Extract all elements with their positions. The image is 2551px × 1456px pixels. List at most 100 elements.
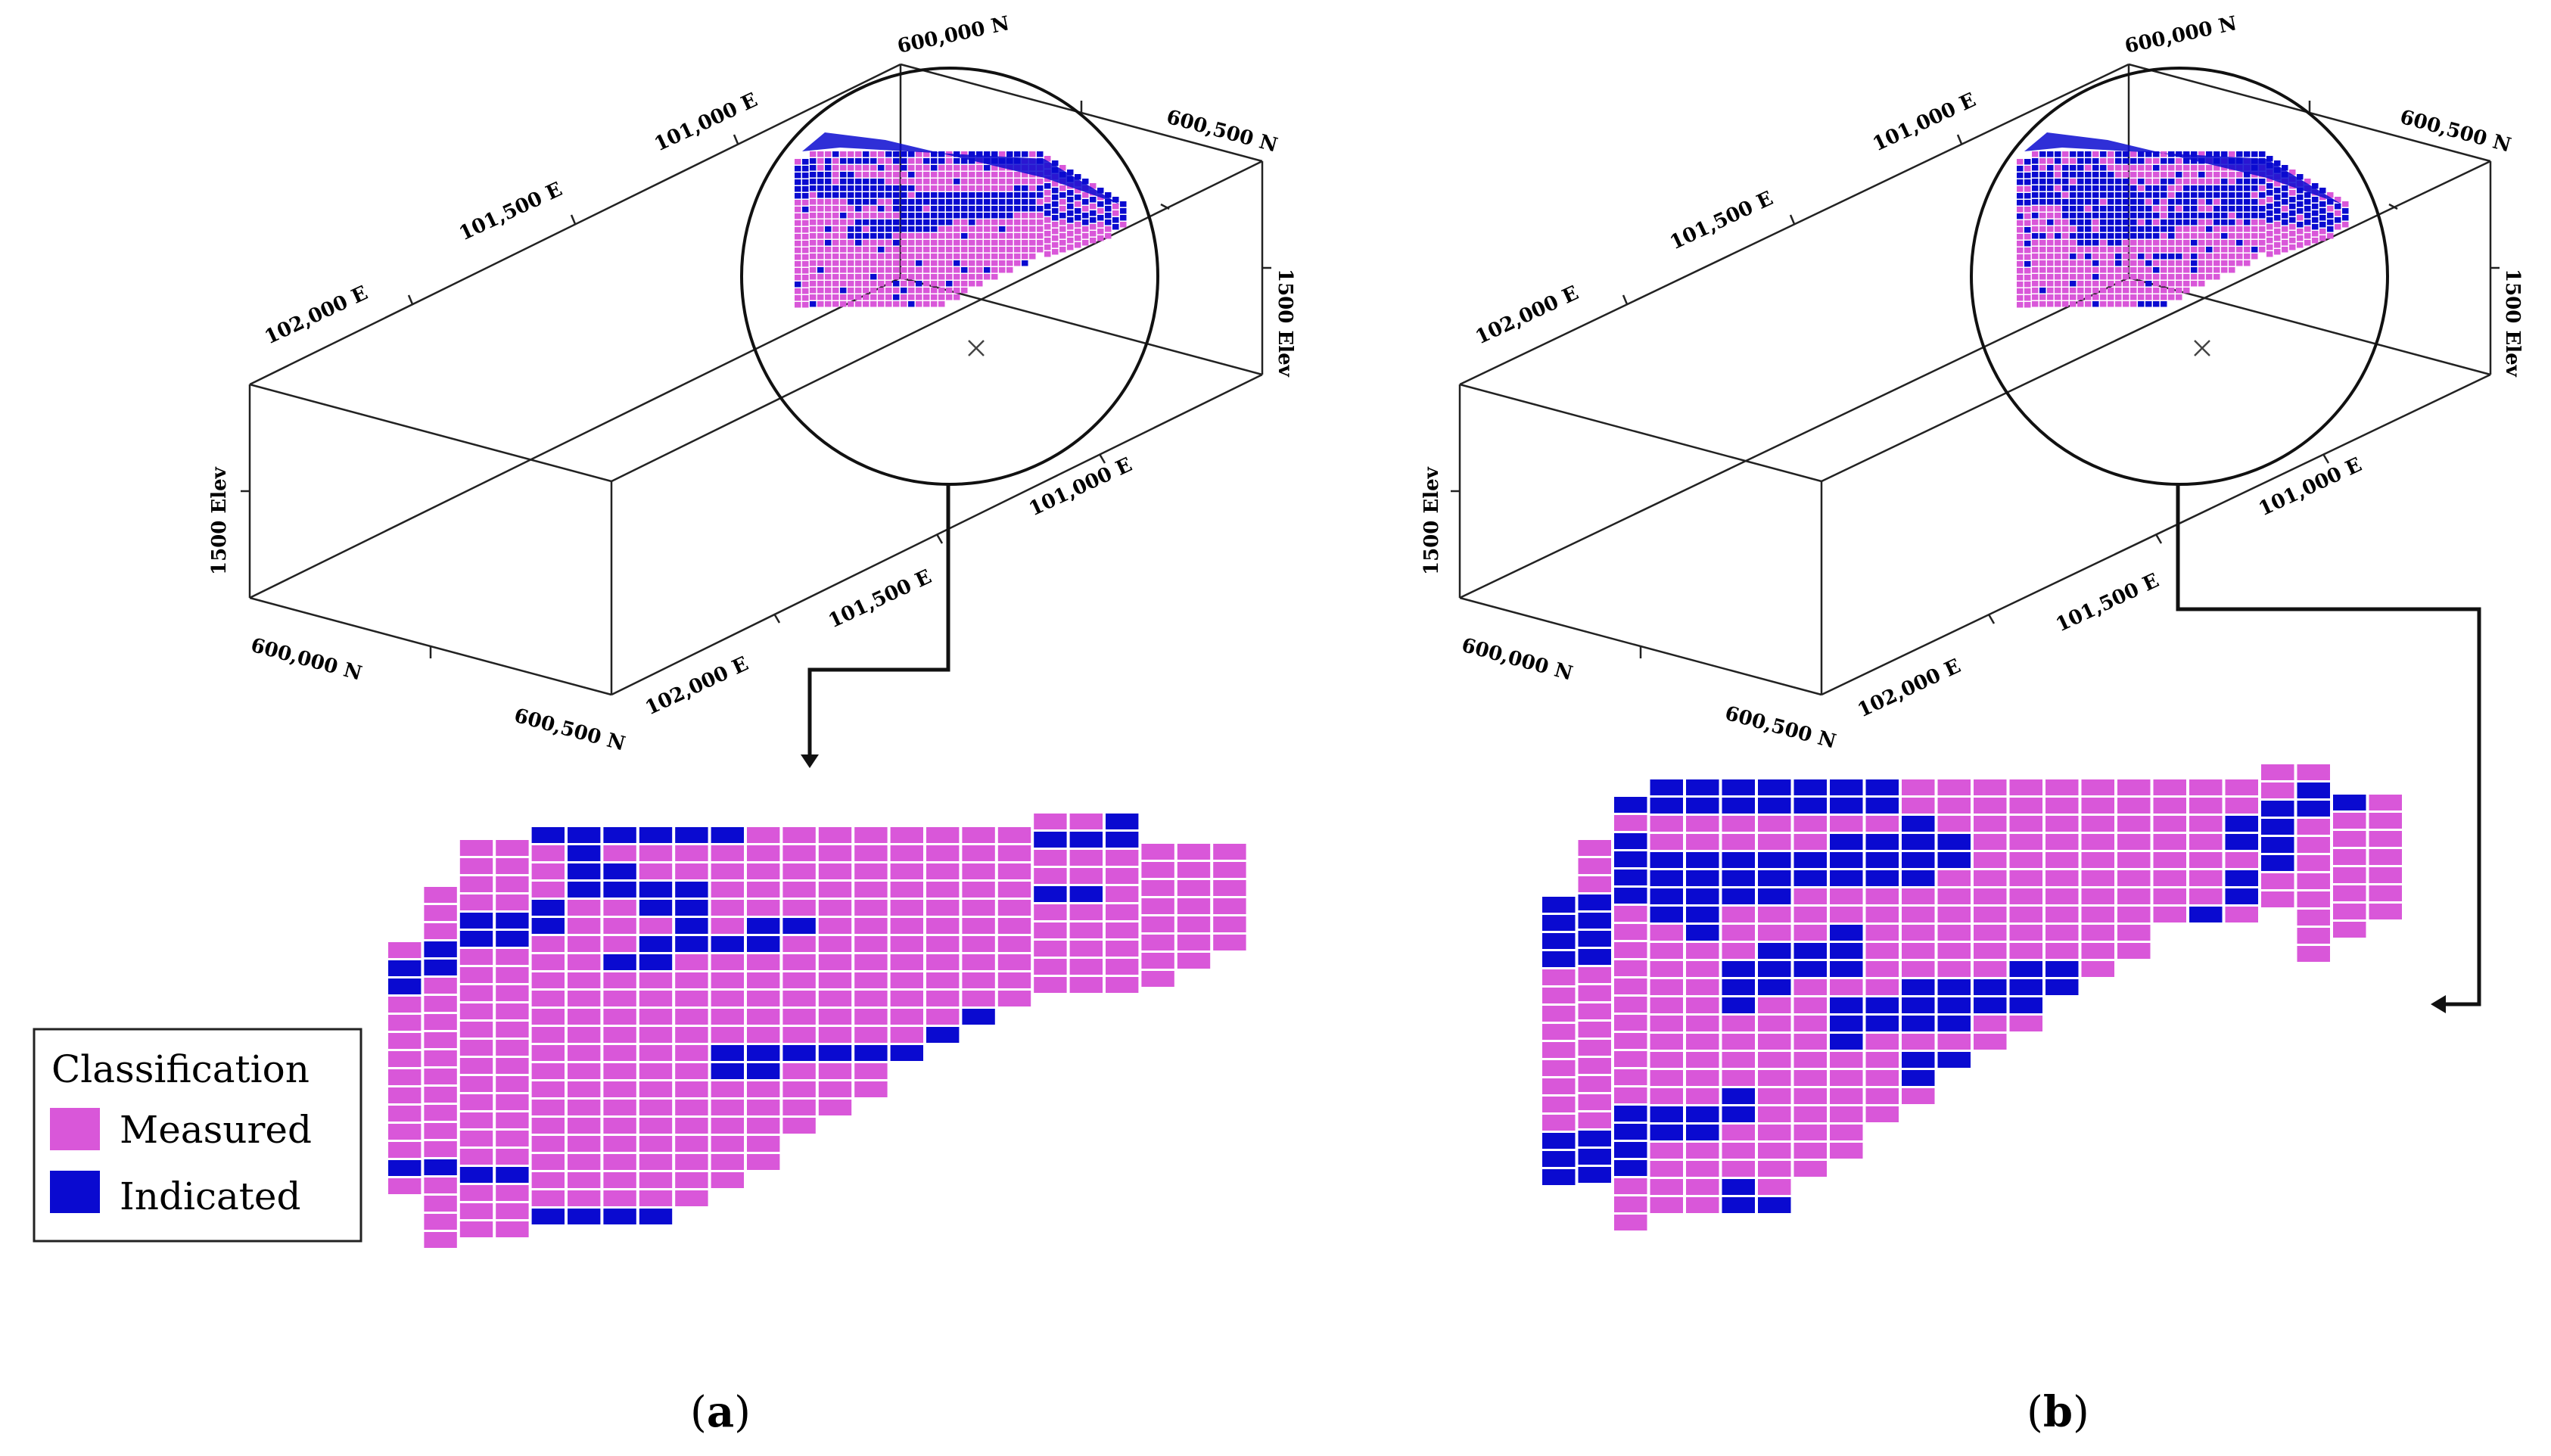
grid-cell [2189, 834, 2223, 850]
orebody-block [969, 172, 975, 178]
orebody-block [840, 247, 847, 253]
grid-cell [1213, 862, 1246, 878]
orebody-block [2183, 254, 2190, 260]
orebody-block [2130, 151, 2137, 157]
orebody-block [795, 173, 801, 179]
grid-cell [1650, 907, 1683, 922]
grid-cell [603, 900, 636, 916]
orebody-block [2130, 179, 2137, 185]
orebody-block [2055, 267, 2061, 273]
orebody-block [1052, 215, 1059, 221]
orebody-block [2024, 261, 2031, 267]
orebody-block [908, 219, 915, 226]
orebody-block [2183, 240, 2190, 246]
orebody-block [2092, 294, 2099, 300]
grid-cell [1758, 1161, 1791, 1177]
orebody-block [2017, 193, 2024, 199]
orebody-block [976, 151, 983, 157]
orebody-block [1022, 213, 1028, 219]
grid-cell [1830, 870, 1863, 886]
orebody-block [2274, 208, 2281, 214]
axis-label-east-top-2: 101,500 E [456, 178, 565, 245]
orebody-block [802, 207, 809, 213]
grid-cell [1902, 979, 1935, 995]
orebody-block [999, 260, 1006, 266]
grid-cell [2153, 888, 2186, 904]
orebody-block [2251, 199, 2258, 205]
orebody-block [863, 226, 870, 232]
grid-cell [639, 1118, 673, 1134]
grid-cell [1650, 961, 1683, 977]
grid-cell [2081, 943, 2114, 959]
orebody-block [832, 151, 839, 157]
orebody-block [2100, 226, 2107, 232]
orebody-block [2319, 222, 2326, 228]
axis-label-north-bottom-right: 600,500 N [1722, 702, 1838, 754]
grid-cell [926, 972, 960, 988]
orebody-block [2024, 302, 2031, 308]
orebody-block [2221, 233, 2228, 239]
grid-cell [1974, 907, 2007, 922]
orebody-block [817, 185, 824, 191]
orebody-block [810, 151, 817, 157]
grid-cell [2189, 798, 2223, 814]
grid-cell [2009, 925, 2042, 941]
orebody-block [848, 165, 854, 171]
orebody-block [938, 199, 945, 205]
orebody-block [1044, 244, 1051, 250]
orebody-block [946, 219, 953, 226]
orebody-block [976, 247, 983, 253]
orebody-block [2153, 192, 2160, 198]
orebody-block [2047, 219, 2054, 226]
grid-cell [1722, 870, 1755, 886]
orebody-block [2108, 240, 2114, 246]
grid-cell [782, 1100, 816, 1115]
grid-cell [1974, 888, 2007, 904]
orebody-block [991, 260, 998, 266]
orebody-block [2221, 165, 2228, 171]
orebody-block [2198, 254, 2205, 260]
grid-cell [496, 858, 529, 874]
grid-cell [1937, 779, 1971, 795]
orebody-block [2297, 194, 2304, 201]
grid-cell [1578, 985, 1611, 1001]
orebody-block [2062, 165, 2069, 171]
grid-cell [890, 954, 923, 970]
orebody-block [1044, 231, 1051, 237]
orebody-block [2077, 233, 2084, 239]
orebody-block [2206, 274, 2213, 280]
orebody-block [810, 281, 817, 287]
grid-cell [1542, 1115, 1576, 1131]
orebody-block [2085, 240, 2092, 246]
orebody-block [1090, 217, 1097, 223]
grid-cell [424, 1105, 457, 1121]
orebody-block [2017, 207, 2024, 213]
orebody-block [1052, 181, 1059, 187]
orebody-block [810, 158, 817, 164]
orebody-block [2153, 267, 2160, 273]
orebody-block [2312, 224, 2319, 230]
grid-cell [890, 882, 923, 898]
orebody-block [863, 301, 870, 307]
orebody-block [893, 213, 900, 219]
orebody-block [2085, 233, 2092, 239]
orebody-block [825, 274, 832, 280]
orebody-block [916, 199, 922, 205]
orebody-block [1112, 210, 1119, 216]
orebody-block [2259, 199, 2266, 205]
orebody-block [1067, 217, 1074, 223]
grid-cell [675, 827, 708, 843]
orebody-block [2191, 247, 2198, 253]
grid-cell [818, 991, 852, 1006]
orebody-block [2108, 185, 2114, 191]
orebody-block [969, 233, 975, 239]
orebody-block [1006, 151, 1013, 157]
orebody-block [938, 151, 945, 157]
orebody-block [991, 151, 998, 157]
grid-cell [1069, 959, 1103, 975]
orebody-block [2085, 274, 2092, 280]
grid-cell [1578, 913, 1611, 929]
orebody-block [923, 226, 930, 232]
orebody-block [802, 275, 809, 281]
